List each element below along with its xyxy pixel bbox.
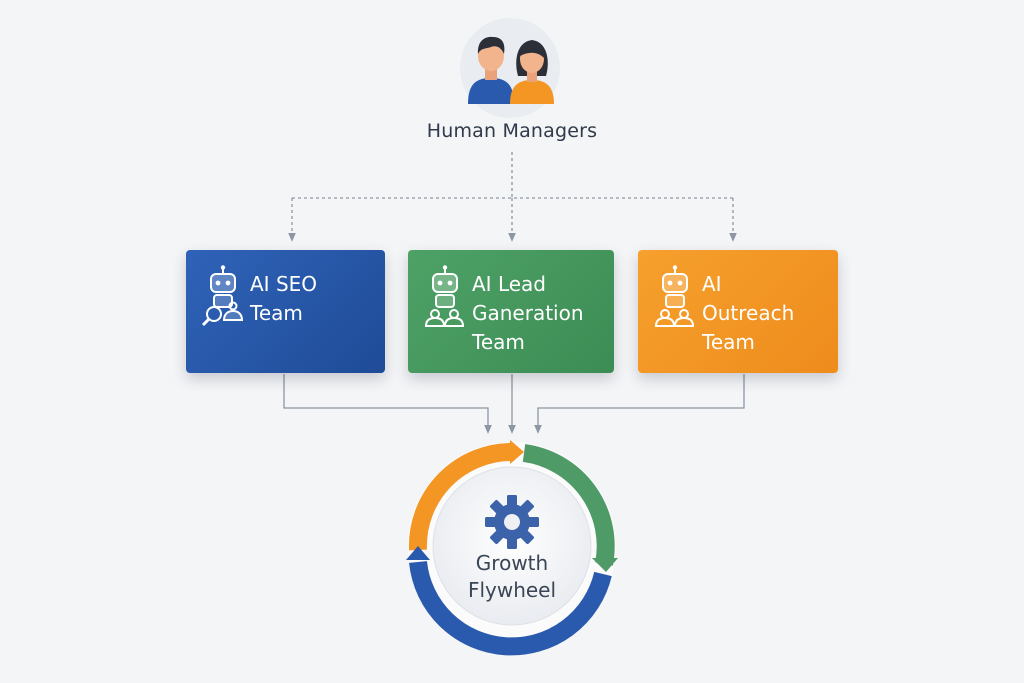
flywheel-arrow-green <box>592 558 618 572</box>
people-icon <box>448 18 572 118</box>
seo-to-flywheel-arrow <box>283 374 492 434</box>
robot-people-icon <box>652 264 698 328</box>
lead-generation-team-card: AI Lead Ganeration Team <box>408 250 614 373</box>
flywheel-arrow-orange <box>510 440 524 464</box>
flywheel-label: Growth Flywheel <box>467 551 557 602</box>
outreach-to-flywheel-arrow <box>534 374 745 434</box>
gear-icon <box>485 495 539 549</box>
flywheel-segment-blue <box>409 560 612 656</box>
outreach-team-label: AI Outreach Team <box>702 272 795 354</box>
robot-search-icon <box>200 264 246 328</box>
robot-people-icon <box>422 264 468 328</box>
flywheel-arrow-blue <box>406 546 430 560</box>
growth-flywheel <box>406 440 618 656</box>
outreach-team-card: AI Outreach Team <box>638 250 838 373</box>
seo-team-label: AI SEO Team <box>250 272 318 325</box>
flywheel-segment-orange <box>408 442 515 551</box>
flywheel-segment-green <box>522 444 615 566</box>
lead-generation-team-label: AI Lead Ganeration Team <box>472 272 584 354</box>
managers-label: Human Managers <box>426 120 598 142</box>
seo-team-card: AI SEO Team <box>186 250 385 373</box>
